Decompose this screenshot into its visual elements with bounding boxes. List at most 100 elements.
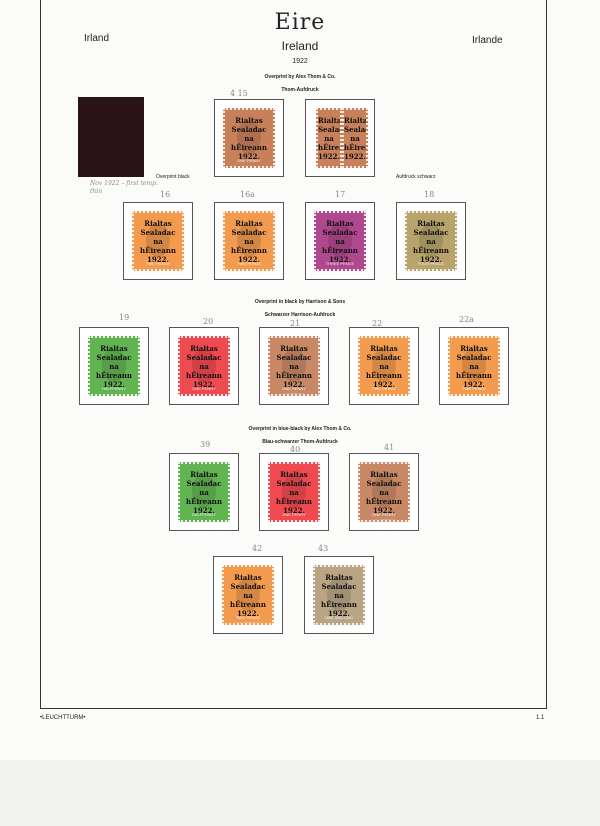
pencil-number: 4 15 xyxy=(230,89,248,98)
king-portrait-icon xyxy=(328,223,352,257)
pencil-number: 43 xyxy=(318,544,329,553)
dark-stamp-mount xyxy=(78,97,144,177)
king-portrait-icon xyxy=(327,577,351,611)
value-tablet: THREE PENCE xyxy=(325,261,355,266)
king-portrait-icon xyxy=(146,223,170,257)
king-portrait-icon xyxy=(192,474,216,508)
king-portrait-icon xyxy=(372,474,396,508)
pencil-number: 42 xyxy=(252,544,263,553)
pencil-number: 17 xyxy=(335,190,346,199)
pencil-number: 21 xyxy=(290,319,301,328)
king-portrait-icon xyxy=(282,474,306,508)
value-tablet: TWO PENCE xyxy=(371,386,397,391)
value-tablet: TWO PENCE HALFPENNY xyxy=(235,615,261,625)
king-portrait-icon xyxy=(237,223,261,257)
pencil-number: 22 xyxy=(372,319,383,328)
section-3-caption-en: Overprint in blue-black by Alex Thom & C… xyxy=(248,426,352,432)
value-tablet: HALFPENNY xyxy=(191,512,216,517)
publisher-brand: •LEUCHTTURM• xyxy=(40,715,86,721)
page-number: 1.1 xyxy=(536,715,545,721)
value-tablet: ONE PENNY xyxy=(192,386,216,391)
pencil-number: 16 xyxy=(160,190,171,199)
value-tablet: TWO PENCE xyxy=(461,386,487,391)
album-page: Eire Ireland 1922 Irland Irlande Overpri… xyxy=(40,0,547,721)
pencil-number: 39 xyxy=(200,440,211,449)
value-tablet: ONE PENNY HALFPENNY xyxy=(371,512,396,522)
page-year: 1922 xyxy=(292,58,308,65)
page-subtitle: Ireland xyxy=(281,39,319,53)
value-tablet: TWO PENCE xyxy=(236,261,262,266)
country-label-french: Irlande xyxy=(472,35,503,46)
pencil-number: 41 xyxy=(384,443,395,452)
pencil-number: 16a xyxy=(240,190,255,199)
section-1-caption-de: Thom-Aufdruck xyxy=(281,87,319,93)
king-portrait-icon xyxy=(102,348,126,382)
king-portrait-icon xyxy=(282,348,306,382)
value-tablet: FOUR PENCE xyxy=(417,261,445,266)
value-tablet: ONE PENNY HALFPENNY xyxy=(281,386,306,396)
value-tablet: ONE PENNY xyxy=(237,158,261,163)
page-title: Eire xyxy=(274,10,326,35)
king-portrait-icon xyxy=(419,223,443,257)
value-tablet: HALFPENNY xyxy=(101,386,126,391)
section-1-caption-en: Overprint by Alex Thom & Co. xyxy=(264,74,336,80)
king-portrait-icon xyxy=(236,577,260,611)
pencil-number: 18 xyxy=(424,190,435,199)
pencil-number: 19 xyxy=(119,313,130,322)
page-frame xyxy=(40,0,547,709)
pencil-number: 22a xyxy=(459,315,474,324)
king-portrait-icon xyxy=(462,348,486,382)
value-tablet: ONE PENNY xyxy=(282,512,306,517)
section-1-sub-right: Aufdruck schwarz xyxy=(396,174,436,180)
section-3-caption-de: Blau-schwarzer Thom-Aufdruck xyxy=(262,439,338,445)
value-tablet: TWO PENCE xyxy=(145,261,171,266)
country-label-german: Irland xyxy=(84,33,110,44)
section-2-caption-de: Schwarzer Harrison-Aufdruck xyxy=(264,312,336,318)
section-2-caption-en: Overprint in black by Harrison & Sons xyxy=(254,299,346,305)
king-portrait-icon xyxy=(237,120,261,154)
